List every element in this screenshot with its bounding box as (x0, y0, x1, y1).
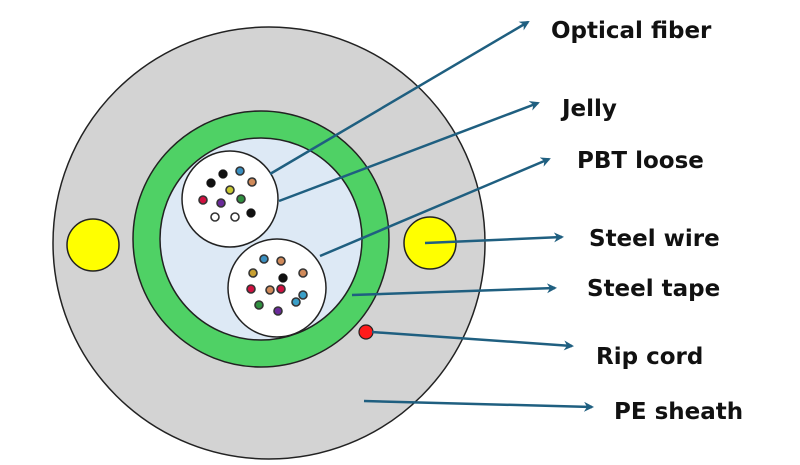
optical-fiber-core (246, 208, 256, 218)
tube-2-fibers (246, 254, 308, 316)
optical-fiber-core (254, 300, 264, 310)
optical-fiber-core (278, 273, 288, 283)
label-pe-sheath: PE sheath (614, 399, 743, 425)
optical-fiber-core (236, 194, 246, 204)
optical-fiber-core (198, 195, 208, 205)
labels: Optical fiber Jelly PBT loose Steel wire… (551, 18, 743, 425)
rip-cord (358, 324, 374, 340)
pbt-loose-tube-1 (181, 150, 279, 248)
optical-fiber-core (247, 177, 257, 187)
arrow-pbt-loose (319, 157, 551, 258)
leader-arrows (269, 20, 594, 412)
optical-fiber-core (246, 284, 256, 294)
arrow-optical-fiber (269, 20, 530, 176)
arrow-rip-cord (371, 330, 574, 351)
arrow-jelly (278, 101, 540, 203)
label-steel-wire: Steel wire (589, 226, 720, 252)
optical-fiber-core (291, 297, 301, 307)
optical-fiber-core (276, 256, 286, 266)
optical-fiber-core (206, 178, 216, 188)
label-pbt-loose: PBT loose (577, 148, 704, 174)
optical-fiber-core (273, 306, 283, 316)
label-jelly: Jelly (560, 96, 617, 122)
label-steel-tape: Steel tape (587, 276, 720, 302)
optical-fiber-core (259, 254, 269, 264)
optical-fiber-core (225, 185, 235, 195)
label-rip-cord: Rip cord (596, 344, 703, 370)
tube-1-fibers (198, 166, 257, 222)
optical-fiber-core (265, 285, 275, 295)
steel-wire-left (66, 218, 120, 272)
optical-fiber-core (298, 268, 308, 278)
arrow-pe-sheath (363, 399, 594, 412)
arrow-steel-wire (424, 232, 564, 245)
optical-fiber-core (276, 284, 286, 294)
label-optical-fiber: Optical fiber (551, 18, 712, 44)
optical-fiber-core (210, 212, 220, 222)
optical-fiber-core (298, 290, 308, 300)
arrow-steel-tape (351, 283, 557, 297)
optical-fiber-core (218, 169, 228, 179)
optical-fiber-core (235, 166, 245, 176)
optical-fiber-core (216, 198, 226, 208)
optical-fiber-core (248, 268, 258, 278)
optical-fiber-core (230, 212, 240, 222)
